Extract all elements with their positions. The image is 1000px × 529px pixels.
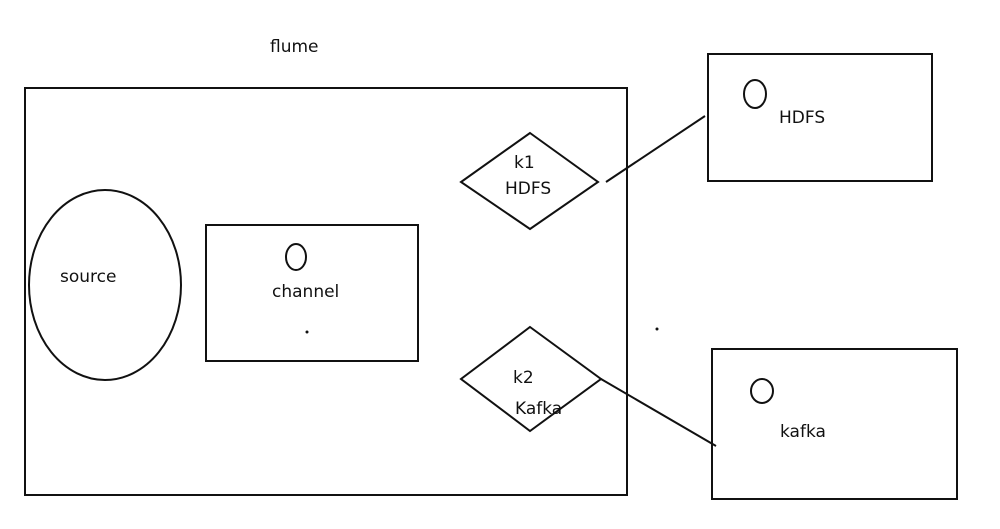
flume-container (24, 87, 628, 496)
diagram-title: flume (270, 37, 319, 57)
kafka-destination-label: kafka (780, 422, 826, 442)
connector-k1-hdfs (605, 115, 706, 183)
kafka-circle-icon (750, 378, 774, 404)
hdfs-circle-icon (743, 79, 767, 109)
sink-k2-node (459, 325, 603, 433)
sink-k1-node (459, 131, 600, 231)
channel-node (205, 224, 419, 362)
source-node (28, 189, 182, 381)
channel-circle-icon (285, 243, 307, 271)
source-label: source (60, 267, 116, 287)
sink-k2-name: k2 (513, 368, 534, 388)
hdfs-destination-node (707, 53, 933, 182)
hdfs-destination-label: HDFS (779, 108, 825, 128)
stray-dot (655, 327, 659, 331)
kafka-destination-node (711, 348, 958, 500)
sink-k1-name: k1 (514, 153, 535, 173)
channel-label: channel (272, 282, 339, 302)
channel-dot (305, 330, 309, 334)
sink-k1-target: HDFS (505, 179, 551, 199)
sink-k2-target: Kafka (515, 399, 562, 419)
connector-k2-kafka (600, 378, 717, 447)
